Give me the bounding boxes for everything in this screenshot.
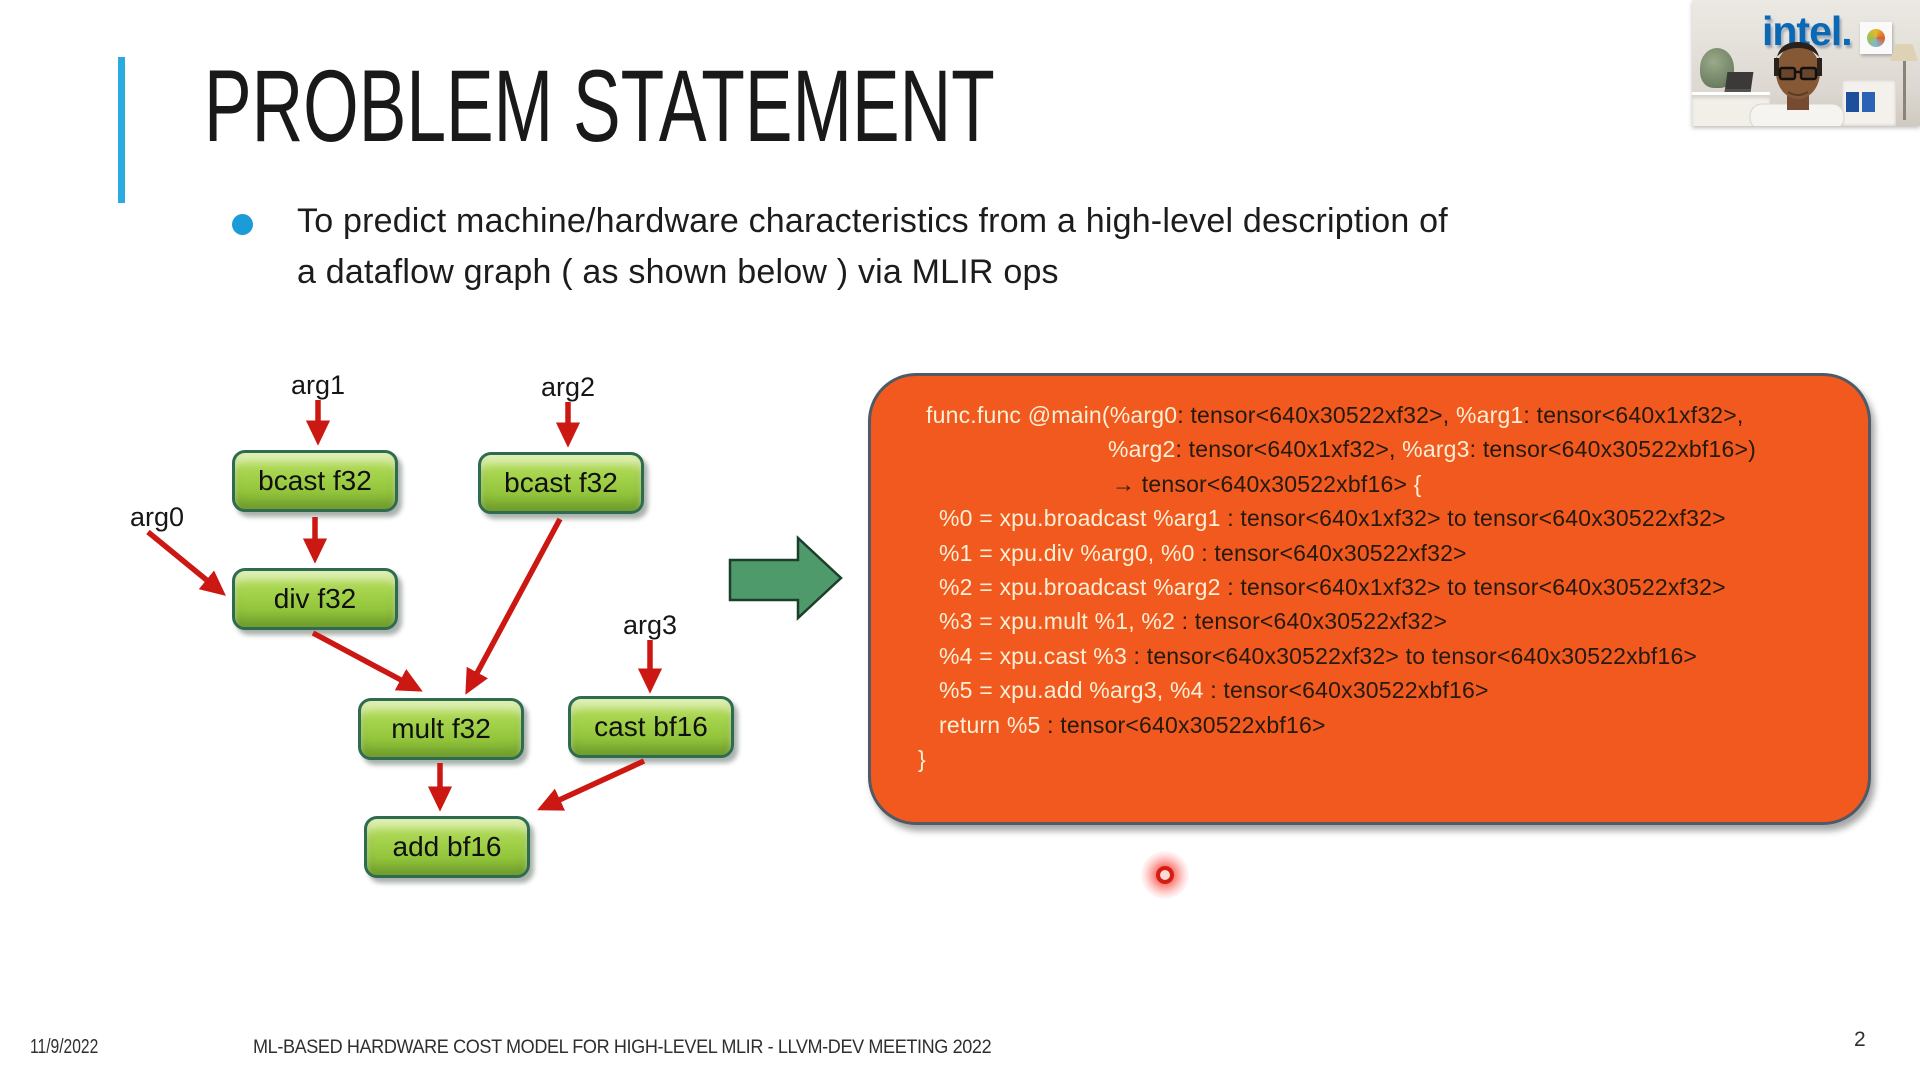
code-token: : tensor<640x30522xf32>, bbox=[1177, 402, 1456, 428]
floor-lamp-pole bbox=[1903, 58, 1906, 120]
laser-pointer-core bbox=[1160, 870, 1170, 880]
footer-date: 11/9/2022 bbox=[30, 1036, 99, 1058]
drawer bbox=[1862, 92, 1875, 112]
code-token: : tensor<640x30522xbf16>) bbox=[1469, 436, 1756, 463]
node-add-bf16: add bf16 bbox=[364, 816, 530, 878]
code-token: %arg2 bbox=[1108, 436, 1176, 463]
floor-lamp-shade bbox=[1890, 44, 1918, 61]
code-token: : tensor<640x30522xf32> bbox=[1181, 608, 1448, 635]
code-token: : tensor<640x1xf32> to tensor<640x30522x… bbox=[1227, 574, 1726, 601]
code-line: %5 = xpu.add %arg3, %4 : tensor<640x3052… bbox=[871, 673, 1868, 707]
bullet-icon bbox=[232, 214, 253, 235]
code-token: { bbox=[1413, 470, 1422, 497]
title-accent-bar bbox=[118, 57, 125, 203]
code-token: : tensor<640x30522xf32> to tensor<640x30… bbox=[1133, 642, 1698, 669]
code-line: %0 = xpu.broadcast %arg1 : tensor<640x1x… bbox=[871, 501, 1868, 535]
webcam-overlay: intel. bbox=[1692, 0, 1920, 126]
edge-bcast2-mult bbox=[465, 517, 563, 695]
bullet-text: To predict machine/hardware characterist… bbox=[297, 196, 1448, 298]
node-cast-bf16: cast bf16 bbox=[568, 696, 734, 758]
picture-art bbox=[1867, 29, 1885, 47]
mlir-code: func.func @main(%arg0: tensor<640x30522x… bbox=[871, 398, 1868, 776]
block-arrow-icon bbox=[728, 535, 843, 621]
node-div-f32: div f32 bbox=[232, 568, 398, 630]
code-token: func.func @main(%arg0 bbox=[926, 402, 1178, 428]
code-token: : tensor<640x1xf32>, bbox=[1175, 436, 1403, 463]
arg-label-arg2: arg2 bbox=[540, 372, 596, 402]
bullet-text-line-2: a dataflow graph ( as shown below ) via … bbox=[297, 253, 1059, 291]
code-line: return %5 : tensor<640x30522xbf16> bbox=[871, 708, 1868, 742]
code-line: %2 = xpu.broadcast %arg2 : tensor<640x1x… bbox=[871, 570, 1868, 604]
bullet-text-line-1: To predict machine/hardware characterist… bbox=[297, 202, 1448, 240]
edge-arg0-div bbox=[146, 529, 226, 596]
code-token: → tensor<640x30522xbf16> bbox=[1112, 470, 1414, 497]
code-line: %arg2: tensor<640x1xf32>, %arg3: tensor<… bbox=[871, 432, 1868, 466]
code-token: %2 = xpu.broadcast %arg2 bbox=[939, 574, 1228, 601]
code-line: → tensor<640x30522xbf16> { bbox=[871, 467, 1868, 501]
picture-frame bbox=[1860, 22, 1892, 54]
code-token: : tensor<640x1xf32>, bbox=[1523, 402, 1744, 428]
arg-label-arg1: arg1 bbox=[290, 370, 346, 400]
laser-pointer-dot bbox=[1141, 851, 1189, 899]
page-title: PROBLEM STATEMENT bbox=[204, 49, 995, 163]
code-line: } bbox=[871, 742, 1868, 776]
drawer bbox=[1846, 92, 1859, 112]
code-token: : tensor<640x30522xbf16> bbox=[1047, 711, 1326, 738]
code-token: %0 = xpu.broadcast %arg1 bbox=[939, 505, 1228, 532]
code-line: %4 = xpu.cast %3 : tensor<640x30522xf32>… bbox=[871, 639, 1868, 673]
code-token: %arg3 bbox=[1402, 436, 1470, 463]
mlir-code-box: func.func @main(%arg0: tensor<640x30522x… bbox=[868, 373, 1871, 825]
code-token: } bbox=[918, 746, 926, 773]
code-token: : tensor<640x1xf32> to tensor<640x30522x… bbox=[1227, 505, 1726, 532]
arg-label-arg0: arg0 bbox=[129, 502, 185, 532]
code-token: %5 = xpu.add %arg3, %4 bbox=[939, 677, 1211, 704]
node-mult-f32: mult f32 bbox=[358, 698, 524, 760]
node-bcast-f32-1: bcast f32 bbox=[232, 450, 398, 512]
code-token: %1 = xpu.div %arg0, %0 bbox=[939, 539, 1202, 566]
code-token: %3 = xpu.mult %1, %2 bbox=[939, 608, 1182, 635]
footer-title: ML-BASED HARDWARE COST MODEL FOR HIGH-LE… bbox=[253, 1037, 992, 1058]
code-token: : tensor<640x30522xbf16> bbox=[1210, 677, 1489, 704]
node-bcast-f32-2: bcast f32 bbox=[478, 452, 644, 514]
code-line: %1 = xpu.div %arg0, %0 : tensor<640x3052… bbox=[871, 536, 1868, 570]
cabinet bbox=[1842, 80, 1896, 126]
code-token: return %5 bbox=[939, 711, 1048, 738]
edge-div-mult bbox=[311, 630, 423, 692]
code-line: %3 = xpu.mult %1, %2 : tensor<640x30522x… bbox=[871, 604, 1868, 638]
code-token: : tensor<640x30522xf32> bbox=[1201, 539, 1467, 566]
arg-label-arg3: arg3 bbox=[622, 610, 678, 640]
presenter-avatar bbox=[1749, 42, 1845, 126]
code-line: func.func @main(%arg0: tensor<640x30522x… bbox=[871, 398, 1868, 432]
code-token: %4 = xpu.cast %3 bbox=[939, 642, 1134, 669]
code-token: %arg1 bbox=[1455, 402, 1524, 428]
page-number: 2 bbox=[1854, 1028, 1866, 1051]
edge-cast-add bbox=[537, 758, 646, 811]
